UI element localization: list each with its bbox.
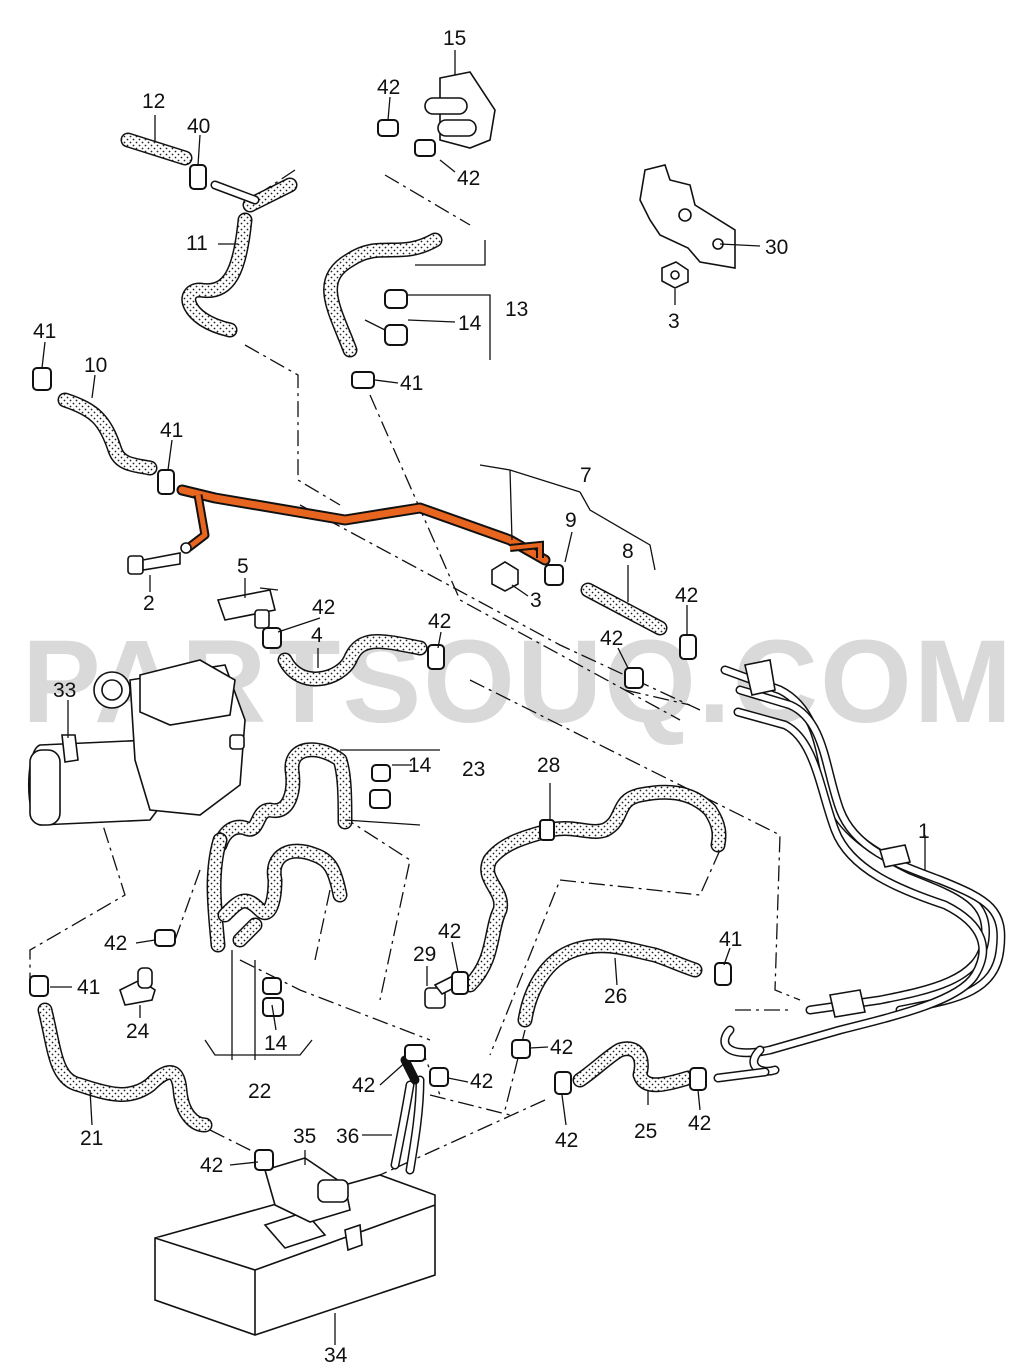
connector-15 (424, 50, 496, 149)
callout-42-g: 42 (104, 932, 127, 955)
callout-41-e: 41 (77, 976, 100, 999)
callout-13: 13 (505, 298, 528, 321)
callout-42-e: 42 (675, 584, 698, 607)
callout-leaders (41, 96, 731, 1166)
callout-42-h: 42 (438, 920, 461, 943)
callout-41-b: 41 (400, 372, 423, 395)
callout-14-a: 14 (458, 312, 482, 335)
egr-module-33 (28, 659, 246, 826)
callout-2: 2 (143, 592, 155, 615)
callout-5: 5 (237, 555, 249, 578)
callout-8: 8 (622, 540, 634, 563)
callout-3-a: 3 (668, 310, 680, 333)
callout-24: 24 (126, 1020, 150, 1043)
callout-4: 4 (311, 624, 323, 647)
callout-42-a: 42 (377, 76, 400, 99)
callout-42-f: 42 (600, 627, 623, 650)
callout-1: 1 (918, 820, 930, 843)
hose-22 (204, 843, 348, 1060)
hose-11 (181, 177, 298, 338)
callout-41-c: 41 (160, 419, 183, 442)
callout-3-b: 3 (530, 589, 542, 612)
callout-36: 36 (336, 1125, 359, 1148)
hose-23-lower (206, 832, 228, 953)
callout-42-m: 42 (555, 1129, 578, 1152)
hose-28 (462, 783, 727, 993)
callout-25: 25 (634, 1120, 657, 1143)
coupler-35 (264, 1150, 351, 1223)
callout-15: 15 (443, 27, 466, 50)
callout-11: 11 (186, 232, 208, 255)
fitting-24 (119, 967, 156, 1018)
hose-12 (120, 115, 193, 166)
lines-36 (362, 1055, 425, 1175)
bolt-2 (127, 552, 181, 592)
highlighted-pipe (176, 484, 551, 566)
callout-33: 33 (53, 679, 76, 702)
callout-41-d: 41 (719, 928, 742, 951)
callout-42-j: 42 (352, 1074, 375, 1097)
nut-3-top (661, 261, 689, 305)
hose-25 (572, 1041, 770, 1105)
callout-22: 22 (248, 1080, 271, 1103)
callout-21: 21 (80, 1127, 103, 1150)
callout-14-b: 14 (408, 754, 432, 777)
heater-34 (154, 1174, 436, 1345)
hose-4 (277, 634, 428, 687)
hose-8 (479, 464, 668, 636)
callout-28: 28 (537, 754, 560, 777)
callout-10: 10 (84, 354, 107, 377)
callout-42-c: 42 (312, 596, 335, 619)
callout-7: 7 (580, 464, 592, 487)
fitting-5 (216, 578, 279, 629)
hose-10 (57, 374, 158, 476)
callout-42-l: 42 (688, 1112, 711, 1135)
callout-29: 29 (413, 943, 436, 966)
callout-26: 26 (604, 985, 627, 1008)
callout-12: 12 (142, 90, 165, 113)
hose-21 (37, 1002, 213, 1133)
callout-42-i: 42 (550, 1036, 573, 1059)
nut-3-middle (491, 561, 529, 597)
callout-40: 40 (187, 115, 210, 138)
bracket-30 (639, 164, 761, 269)
hose-13 (323, 232, 491, 360)
callout-23: 23 (462, 758, 485, 781)
callout-14-c: 14 (264, 1032, 288, 1055)
callout-34: 34 (324, 1344, 348, 1367)
pipe-bundle-1 (720, 659, 1006, 1076)
callouts: 15 12 40 42 42 30 11 13 14 3 41 10 41 41… (33, 27, 930, 1367)
callout-42-n: 42 (200, 1154, 223, 1177)
callout-35: 35 (293, 1125, 316, 1148)
callout-42-b: 42 (457, 167, 480, 190)
hose-26 (517, 938, 703, 1028)
callout-42-d: 42 (428, 610, 451, 633)
callout-41-a: 41 (33, 320, 56, 343)
callout-42-k: 42 (470, 1070, 493, 1093)
callout-30: 30 (765, 236, 788, 259)
callout-9: 9 (565, 509, 577, 532)
hose-23 (212, 742, 440, 853)
